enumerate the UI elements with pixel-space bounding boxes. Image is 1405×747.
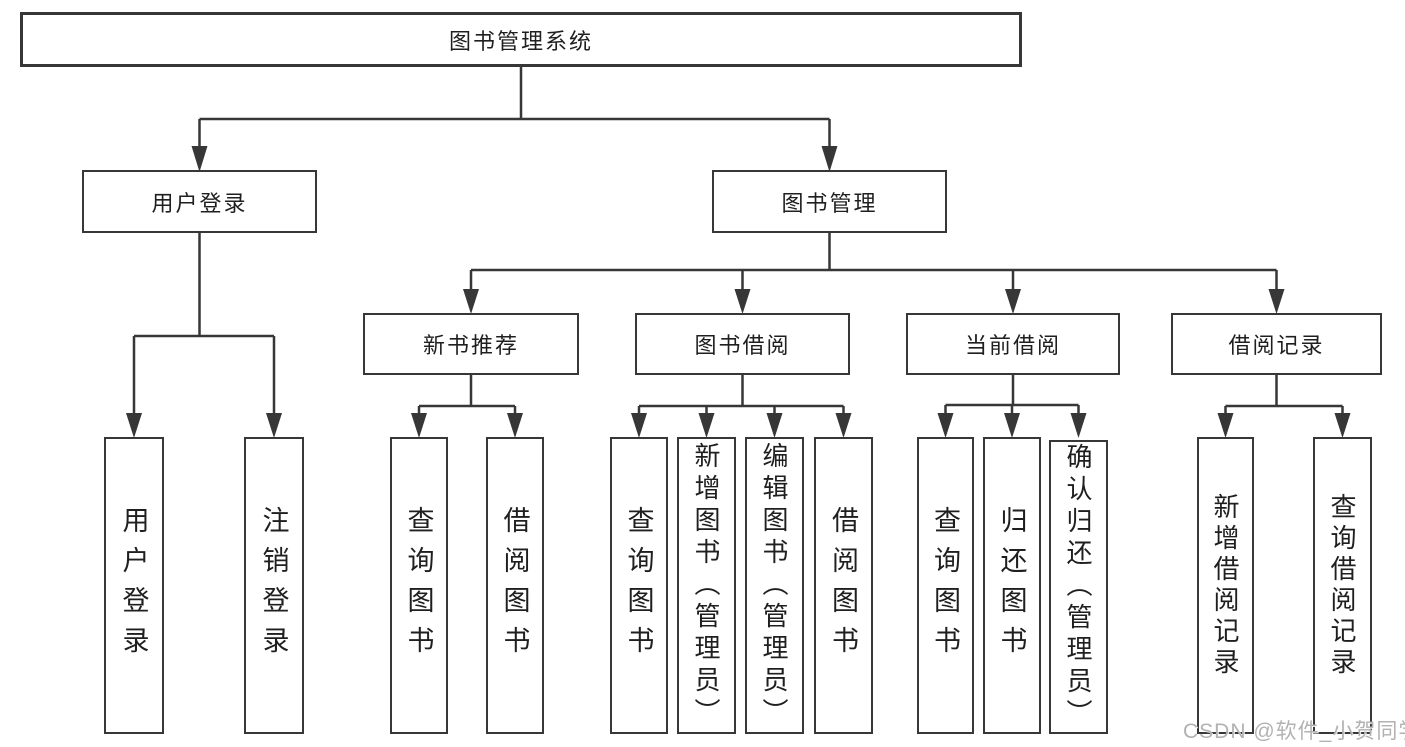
arrowhead — [507, 413, 523, 438]
node-borrow-records: 借阅记录 — [1171, 313, 1382, 375]
node-label: 图书借阅 — [694, 333, 791, 358]
node-book-borrow: 图书借阅 — [635, 313, 850, 375]
leaf-query-books-current: 查询图书 — [917, 437, 974, 734]
arrowhead — [126, 413, 142, 438]
leaf-label: 查询图书 — [623, 505, 654, 666]
node-label: 图书管理系统 — [448, 28, 593, 54]
leaf-query-borrow-record: 查询借阅记录 — [1313, 437, 1372, 734]
leaf-label: 查询图书 — [930, 505, 960, 666]
leaf-label: 查询借阅记录 — [1327, 492, 1357, 679]
node-new-book-recommend: 新书推荐 — [363, 313, 579, 375]
arrowhead — [698, 413, 715, 438]
leaf-label: 新增借阅记录 — [1210, 492, 1240, 679]
node-label: 图书管理 — [781, 190, 878, 216]
leaf-borrow-books-recommend: 借阅图书 — [486, 437, 544, 734]
arrowhead — [734, 289, 751, 314]
leaf-label: 借阅图书 — [828, 505, 858, 666]
arrowhead — [1070, 413, 1087, 438]
arrowhead — [631, 413, 647, 438]
leaf-label: 归还图书 — [996, 505, 1027, 666]
arrowhead — [1005, 289, 1021, 314]
leaf-label: 借阅图书 — [499, 505, 530, 666]
leaf-label: 新增图书（管理员） — [691, 441, 721, 730]
arrowhead — [821, 146, 838, 172]
leaf-label: 查询图书 — [403, 505, 434, 666]
arrowhead — [411, 413, 427, 438]
leaf-user-login: 用户登录 — [104, 437, 164, 734]
leaf-query-books-borrow: 查询图书 — [610, 437, 668, 734]
arrowhead — [766, 413, 783, 438]
node-library-management-system: 图书管理系统 — [20, 12, 1022, 67]
leaf-edit-books-admin: 编辑图书（管理员） — [745, 437, 804, 734]
node-current-borrow: 当前借阅 — [906, 313, 1120, 375]
arrowhead — [937, 413, 954, 438]
leaf-borrow-books: 借阅图书 — [814, 437, 873, 734]
csdn-watermark: CSDN @软件_小贺同学 — [1183, 720, 1405, 743]
leaf-label: 用户登录 — [118, 505, 149, 666]
leaf-add-books-admin: 新增图书（管理员） — [677, 437, 736, 734]
node-label: 借阅记录 — [1228, 333, 1325, 358]
arrowhead — [191, 146, 208, 172]
leaf-label: 编辑图书（管理员） — [759, 441, 789, 730]
node-book-management: 图书管理 — [712, 170, 947, 233]
arrowhead — [1268, 289, 1285, 314]
arrowhead — [1334, 413, 1351, 438]
leaf-add-borrow-record: 新增借阅记录 — [1197, 437, 1254, 734]
arrowhead — [835, 413, 852, 438]
leaf-confirm-return-admin: 确认归还（管理员） — [1049, 440, 1108, 734]
node-label: 当前借阅 — [964, 333, 1061, 358]
leaf-query-books-recommend: 查询图书 — [390, 437, 448, 734]
leaf-label: 确认归还（管理员） — [1063, 443, 1093, 731]
node-label: 用户登录 — [151, 190, 248, 216]
leaf-logout: 注销登录 — [244, 437, 304, 734]
node-label: 新书推荐 — [422, 333, 519, 358]
arrowhead — [1217, 413, 1234, 438]
leaf-label: 注销登录 — [258, 505, 289, 666]
arrowhead — [1004, 413, 1020, 438]
leaf-return-books: 归还图书 — [983, 437, 1041, 734]
node-user-login: 用户登录 — [82, 170, 317, 233]
arrowhead — [266, 413, 282, 438]
arrowhead — [463, 289, 479, 314]
